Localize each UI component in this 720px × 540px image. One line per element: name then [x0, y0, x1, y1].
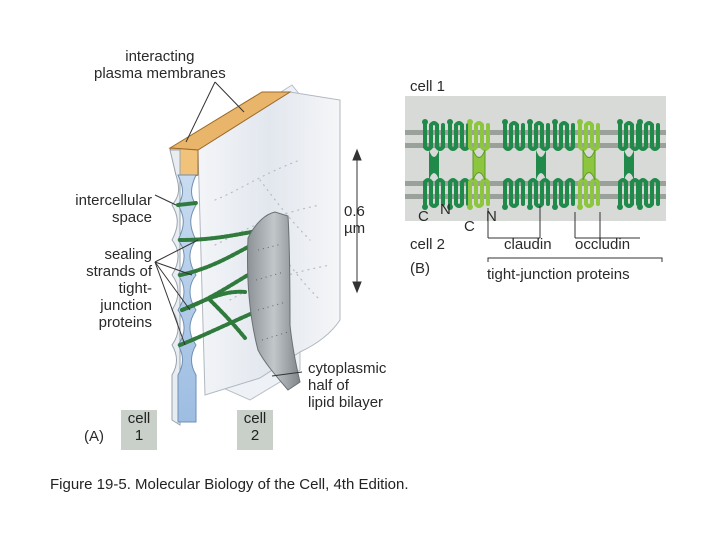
occludin-link-2	[582, 149, 596, 181]
occludin-link-1	[472, 149, 486, 181]
claudin-top-5-terminus	[552, 119, 558, 125]
label-scale-unit: µm	[344, 220, 366, 237]
label-intercellular-space: intercellular space	[75, 192, 152, 226]
label-scale-value: 0.6	[344, 203, 365, 220]
terminus-c-left: C	[418, 208, 429, 225]
claudin-link-3	[624, 150, 634, 180]
label-occludin: occludin	[575, 236, 631, 253]
intercellular-space	[177, 174, 197, 423]
claudin-bottom-1-terminus	[422, 204, 428, 210]
label-claudin: claudin	[504, 236, 552, 253]
strand-7	[208, 298, 247, 340]
membrane-dots	[214, 159, 331, 301]
claudin-top-6-terminus	[617, 119, 623, 125]
panel-b-letter: (B)	[410, 260, 430, 277]
label-tight-junction-proteins: tight-junction proteins	[487, 266, 630, 283]
label-sealing-strands: sealing strands of tight- junction prote…	[86, 246, 152, 331]
cytoplasmic-half-bilayer	[246, 211, 301, 391]
claudin-bottom-4-terminus	[527, 204, 533, 210]
claudin-top-4	[528, 121, 550, 151]
pointer-lines	[154, 81, 303, 377]
claudin-bottom-5	[553, 178, 575, 208]
label-interacting-plasma-membranes: interacting plasma membranes	[94, 48, 226, 82]
claudin-bottom-2	[448, 178, 470, 208]
claudin-top-1	[423, 121, 445, 151]
occludin-top-1-terminus	[467, 119, 473, 125]
claudin-bottom-2-terminus	[447, 204, 453, 210]
scale-bar	[352, 148, 362, 294]
claudin-top-2-terminus	[447, 119, 453, 125]
panel-a-illustration	[154, 81, 362, 426]
claudin-bottom-1	[423, 178, 445, 208]
claudin-bottom-3-terminus	[502, 204, 508, 210]
left-membrane-sheet	[169, 149, 181, 426]
tight-junction-protein-marks	[422, 119, 660, 210]
claudin-top-2	[448, 121, 470, 151]
claudin-top-4-terminus	[527, 119, 533, 125]
claudin-bottom-3	[503, 178, 525, 208]
claudin-top-3	[503, 121, 525, 151]
panel-b-illustration	[405, 96, 666, 262]
label-cytoplasmic-half: cytoplasmic half of lipid bilayer	[308, 360, 387, 411]
claudin-bottom-6	[618, 178, 640, 208]
claudin-bottom-6-terminus	[617, 204, 623, 210]
occludin-bottom-2-terminus	[577, 204, 583, 210]
panel-b-pointers	[487, 206, 640, 239]
panel-b-cell1-label: cell 1	[410, 78, 446, 95]
claudin-top-5	[553, 121, 575, 151]
terminus-c-mid: C	[464, 218, 475, 235]
strand-6	[178, 310, 257, 347]
panel-a-letter: (A)	[84, 428, 104, 445]
terminus-n-mid: N	[486, 208, 497, 225]
terminus-n-left: N	[440, 201, 451, 218]
cell-2-tag: cell 2	[237, 410, 273, 450]
claudin-top-6	[618, 121, 640, 151]
occludin-top-1	[468, 121, 490, 151]
claudin-top-7-terminus	[637, 119, 643, 125]
claudin-top-3-terminus	[502, 119, 508, 125]
strand-1	[176, 201, 198, 207]
occludin-top-2-terminus	[577, 119, 583, 125]
figure-caption: Figure 19-5. Molecular Biology of the Ce…	[50, 476, 409, 493]
claudin-bottom-7	[638, 178, 660, 208]
claudin-bottom-7-terminus	[637, 204, 643, 210]
cell-1-tag: cell 1	[121, 410, 157, 450]
tight-junction-bracket	[487, 257, 663, 262]
bilayer-dots	[255, 243, 289, 341]
panel-b-cell2-label: cell 2	[410, 236, 446, 253]
claudin-bottom-4	[528, 178, 550, 208]
claudin-top-7	[638, 121, 660, 151]
occludin-top-2	[578, 121, 600, 151]
claudin-link-2	[536, 150, 546, 180]
occludin-bottom-1-terminus	[467, 204, 473, 210]
claudin-link-1	[429, 150, 439, 180]
claudin-bottom-5-terminus	[552, 204, 558, 210]
claudin-top-1-terminus	[422, 119, 428, 125]
